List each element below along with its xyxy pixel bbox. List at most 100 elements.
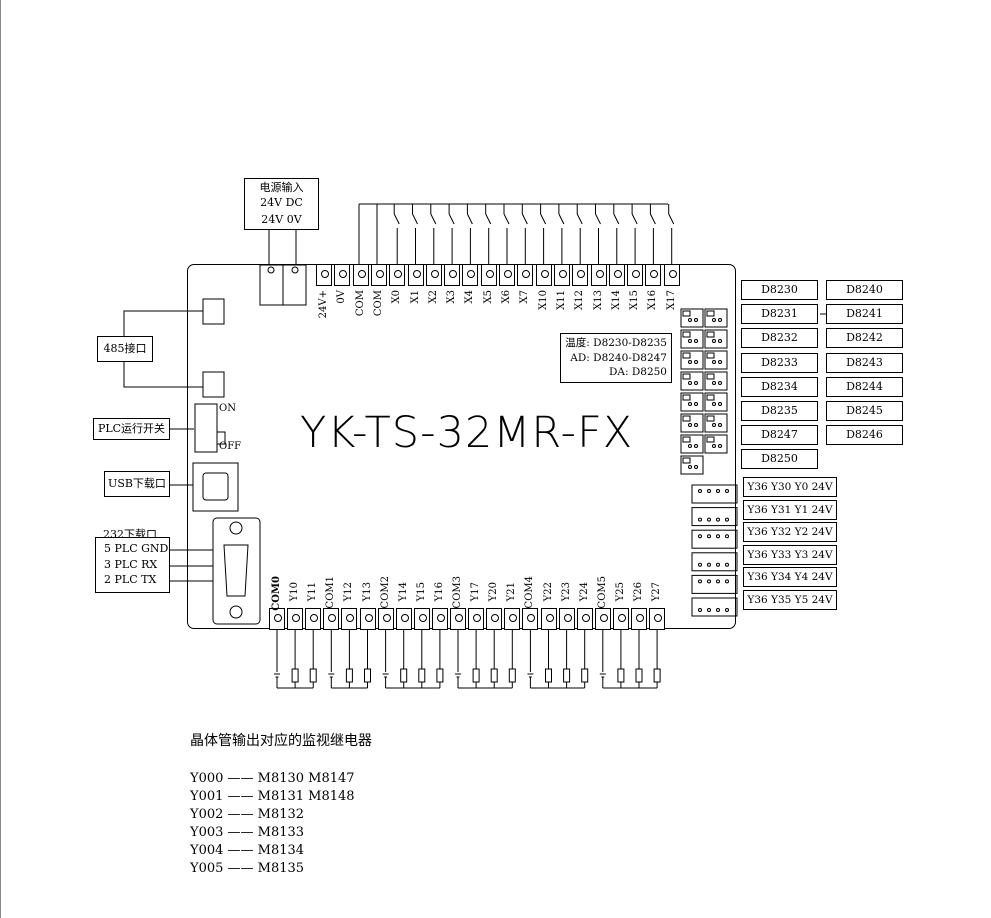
bottom-terminal [431,608,448,630]
output-group [455,630,516,689]
bottom-terminal [594,608,611,630]
analog-connector [704,329,728,349]
top-terminal [590,264,607,286]
analog-connector [704,371,728,391]
input-switch [595,204,601,266]
output-group [274,630,317,689]
register-box: D8241 [826,304,903,325]
top-terminal [608,264,625,286]
register-box: D8247 [741,425,818,446]
top-terminal-label: X7 [519,290,531,304]
top-terminal [645,264,662,286]
top-terminal [389,264,406,286]
bottom-terminal-label: Y23 [560,582,572,602]
port-485-label: 485接口 [97,336,153,362]
top-terminal-label: X2 [427,290,439,304]
top-terminal [407,264,424,286]
bottom-terminal [395,608,412,630]
power-terminals: 24V 0V [261,213,302,226]
analog-connector [680,329,704,349]
power-voltage: 24V DC [260,196,303,209]
rs232-line-tx: 2 PLC TX [104,573,157,586]
bottom-terminal [413,608,430,630]
analog-connector [680,434,704,454]
bottom-terminal [649,608,666,630]
top-terminal [627,264,644,286]
register-box: D8243 [826,352,903,373]
top-terminal-label: X16 [647,290,659,310]
bottom-terminal [377,608,394,630]
register-box: D8233 [741,352,818,373]
relay-mapping-line: Y001 —— M8131 M8148 [190,789,355,804]
bottom-terminal-label: Y11 [307,582,319,602]
register-box: D8242 [826,328,903,349]
top-terminal-label: X0 [391,290,403,304]
output-group [328,630,371,689]
register-box: D8231 [741,304,818,325]
bottom-terminal-label: COM5 [596,576,608,609]
input-switch [540,204,547,266]
bottom-terminal [341,608,358,630]
bottom-terminal-label: Y15 [415,582,427,602]
bottom-terminal-label: Y14 [397,582,409,602]
register-box: D8245 [826,401,903,421]
input-switch [668,204,675,266]
analog-connector [680,308,704,328]
input-switch [521,204,528,266]
input-switch [466,204,473,266]
analog-connector [680,371,704,391]
rs232-box: 5 PLC GND 3 PLC RX 2 PLC TX [95,537,170,593]
output-mapping-box: Y36 Y35 Y5 24V [743,590,837,610]
rs232-line-gnd: 5 PLC GND [104,542,169,555]
bottom-terminal [576,608,593,630]
bottom-terminal-label: Y17 [470,582,482,602]
relay-mapping-line: Y002 —— M8132 [190,807,305,822]
top-terminal-label: COM [354,290,366,317]
bottom-terminal-label: Y25 [614,582,626,602]
analog-connector [704,434,728,454]
power-title: 电源输入 [259,181,304,194]
top-terminal-label: X4 [464,290,476,304]
input-switch [631,204,638,266]
top-terminal [517,264,534,286]
register-ad: AD: D8240-D8247 [570,351,667,364]
output-group [599,630,661,689]
input-switch [503,204,510,266]
output-group [527,630,589,689]
run-switch-label: PLC运行开关 [93,418,170,440]
top-terminal [370,264,387,286]
top-terminal-label: X17 [665,290,677,310]
top-terminal [425,264,442,286]
register-da: DA: D8250 [608,366,667,378]
top-terminal [553,264,570,286]
bottom-terminal [558,608,575,630]
analog-connector [680,455,704,475]
bottom-terminal [504,608,521,630]
bottom-terminal-label: Y16 [433,582,445,602]
analog-connector [704,413,728,433]
top-terminal [462,264,479,286]
notes-title: 晶体管输出对应的监视继电器 [190,733,372,749]
input-switch [412,204,418,266]
register-box: D8230 [741,280,818,300]
bottom-terminal-label: Y21 [506,582,518,602]
top-terminal-label: X13 [592,290,604,310]
page-left-border [0,0,1,918]
top-terminal-label: X14 [610,290,622,310]
bottom-terminal [450,608,466,630]
relay-mapping-line: Y005 —— M8135 [190,861,305,876]
usb-port-label: USB下载口 [104,471,170,497]
relay-mapping-line: Y004 —— M8134 [190,843,305,858]
top-terminal-label: COM [372,290,384,317]
relay-mapping-line: Y000 —— M8130 M8147 [190,771,355,786]
top-terminal [499,264,515,286]
top-terminal-label: X3 [446,290,458,304]
bottom-terminal-label: COM0 [271,576,282,611]
top-terminal-label: X1 [409,290,421,304]
top-terminal [334,264,351,286]
model-name: YK-TS-32MR-FX [300,408,634,458]
output-mapping-box: Y36 Y30 Y0 24V [743,477,837,497]
input-switch [649,204,656,266]
